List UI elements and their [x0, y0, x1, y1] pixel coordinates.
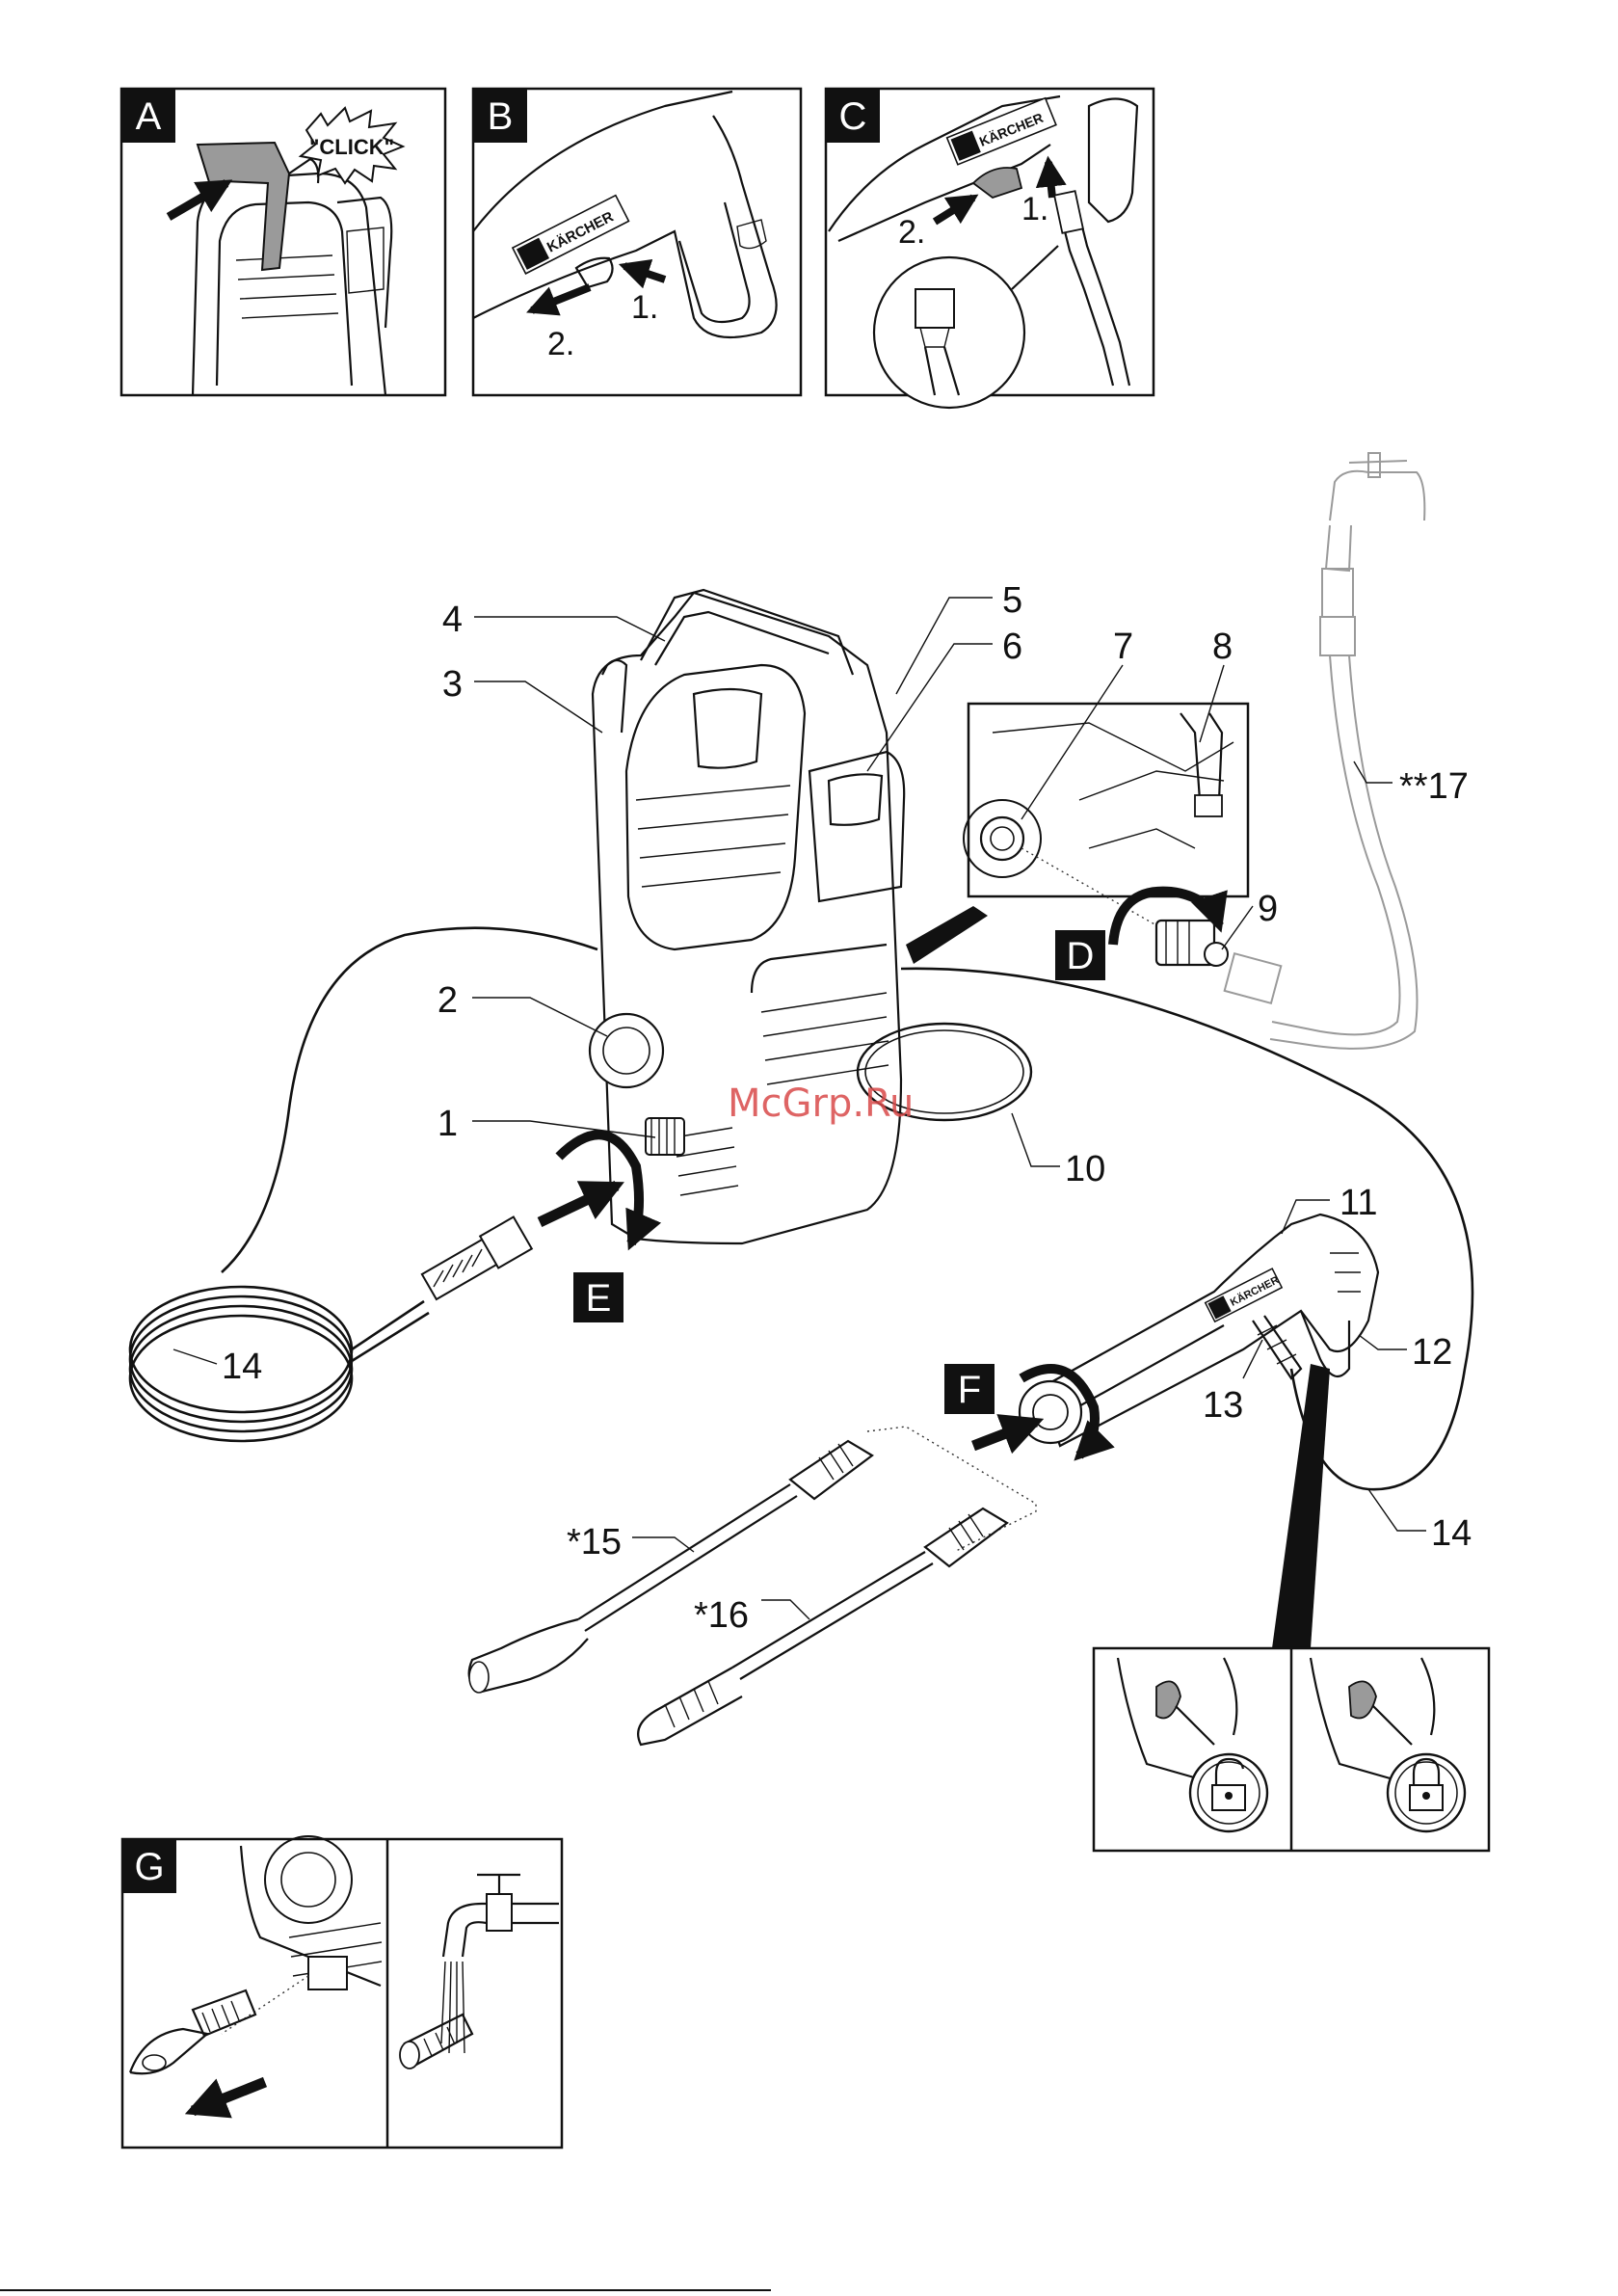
- water-tap-hose: [1225, 453, 1425, 1049]
- panel-b-letter: B: [488, 95, 514, 138]
- callout-10: 10: [1065, 1149, 1105, 1189]
- click-text: "CLICK": [309, 135, 394, 159]
- high-pressure-hose: E: [130, 928, 1472, 1489]
- panel-c-step-2: 2.: [898, 214, 925, 251]
- panel-g-letter: G: [134, 1846, 164, 1888]
- panel-g: G: [122, 1836, 562, 2148]
- callout-8: 8: [1212, 627, 1233, 667]
- callout-14-left: 14: [222, 1347, 262, 1387]
- callout-4: 4: [442, 600, 463, 640]
- callout-17: **17: [1399, 766, 1469, 807]
- callout-12: 12: [1412, 1332, 1452, 1373]
- callout-1: 1: [438, 1104, 458, 1144]
- panel-b: B KÄRCHER 1. 2.: [473, 89, 801, 395]
- panel-e-letter: E: [586, 1277, 612, 1320]
- panel-d-letter: D: [1067, 935, 1095, 977]
- panel-c-step-1: 1.: [1021, 191, 1048, 227]
- callout-13: 13: [1203, 1385, 1243, 1426]
- pressure-washer-main-unit: [590, 590, 1031, 1243]
- panel-a: A "CLICK": [121, 89, 445, 395]
- callout-5: 5: [1002, 580, 1022, 621]
- callout-2: 2: [438, 980, 458, 1021]
- callout-11: 11: [1339, 1183, 1377, 1223]
- callout-7: 7: [1113, 627, 1133, 667]
- panel-c: C KÄRCHER 2. 1.: [826, 89, 1154, 408]
- watermark: McGrp.Ru: [728, 1081, 914, 1126]
- inset-d: D: [964, 704, 1248, 980]
- panel-a-letter: A: [136, 95, 162, 138]
- callout-3: 3: [442, 664, 463, 705]
- trigger-gun: KÄRCHER F: [867, 1215, 1378, 1648]
- callout-16: *16: [694, 1595, 749, 1636]
- callout-14-right: 14: [1431, 1513, 1472, 1554]
- panel-b-step-1: 1.: [631, 289, 658, 326]
- panel-b-step-2: 2.: [547, 326, 574, 362]
- trigger-lock-inset: [1094, 1648, 1489, 1851]
- panel-f-letter: F: [958, 1369, 981, 1411]
- callout-15: *15: [567, 1522, 622, 1562]
- callout-9: 9: [1258, 889, 1278, 929]
- spray-lances: [469, 1441, 1007, 1745]
- callout-6: 6: [1002, 627, 1022, 667]
- panel-c-letter: C: [839, 95, 867, 138]
